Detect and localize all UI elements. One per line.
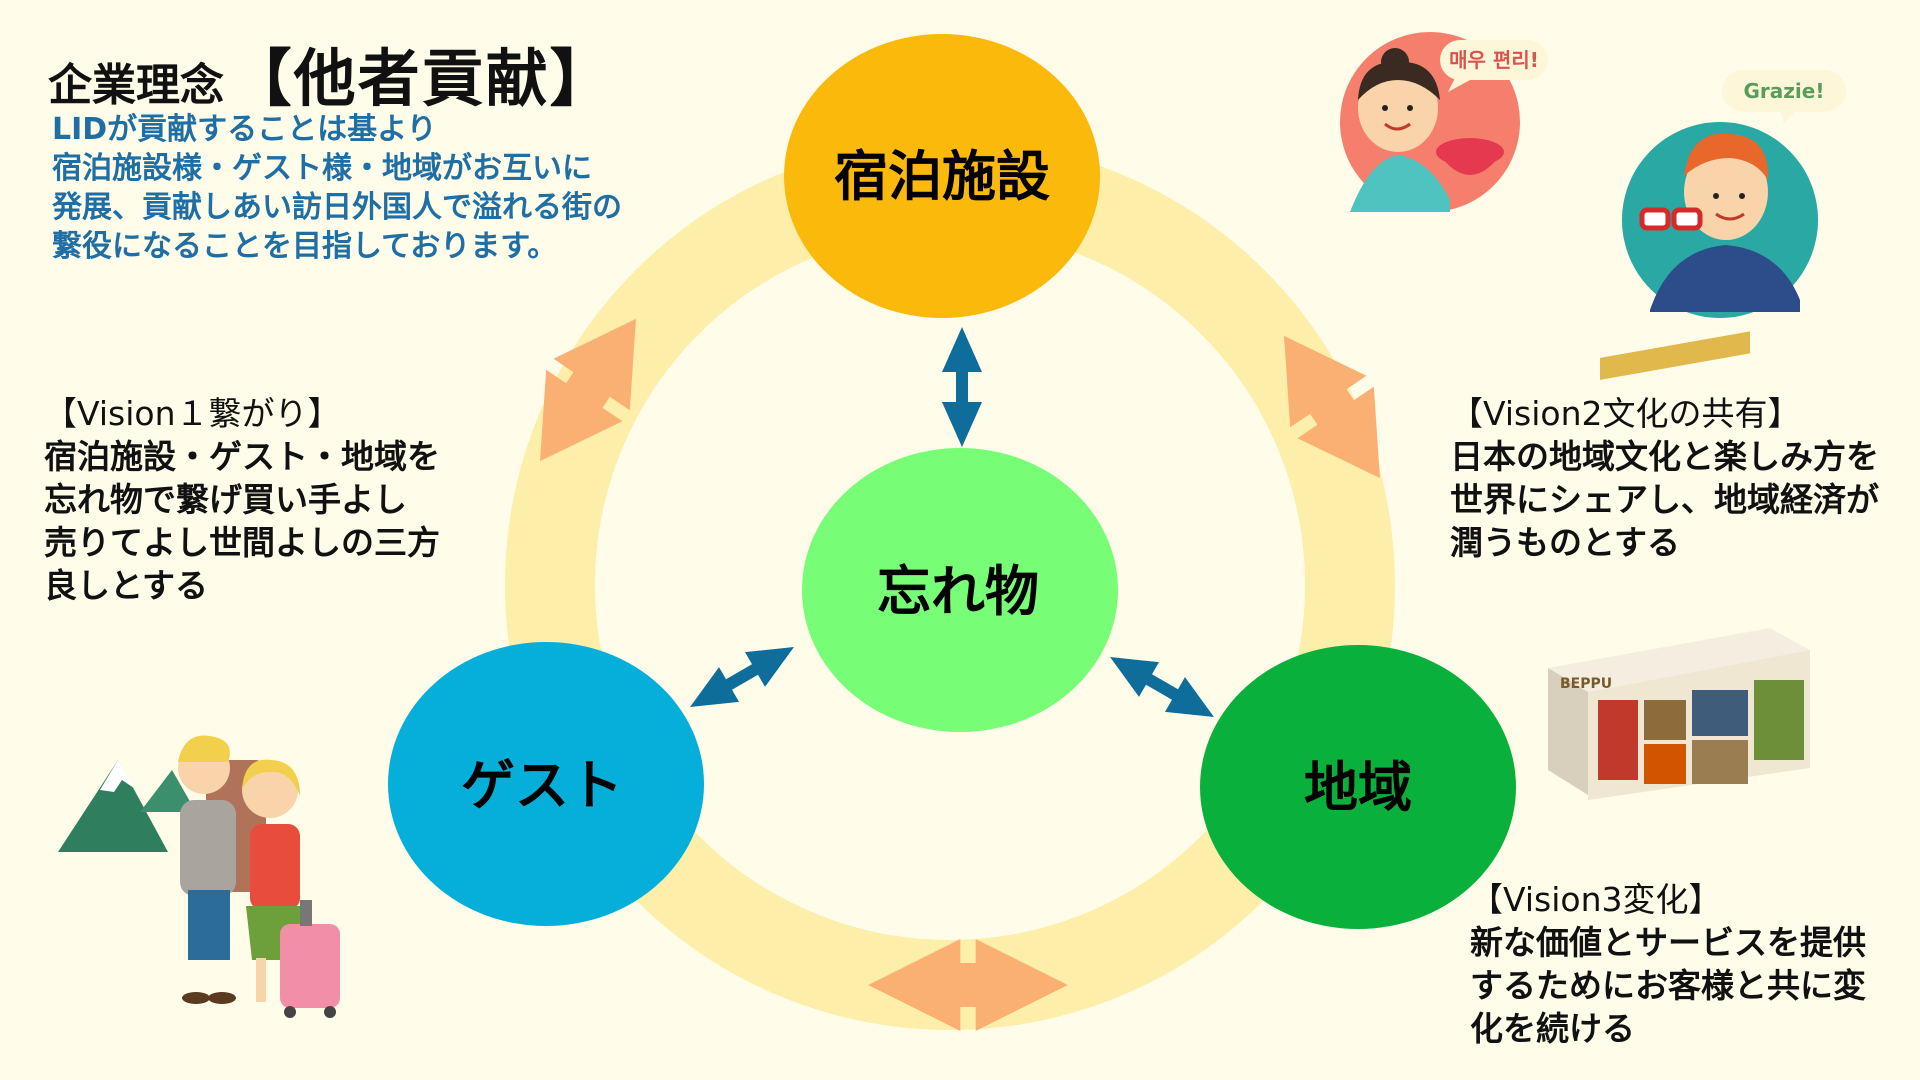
mission-line: 繋役になることを目指しております。	[52, 229, 558, 264]
title-prefix: 企業理念	[48, 60, 224, 111]
speech-italian-text: Grazie!	[1744, 79, 1825, 103]
vision1-block: 【Vision１繋がり】 宿泊施設・ゲスト・地域を 忘れ物で繋げ買い手よし 売り…	[44, 392, 440, 607]
node-left-label: ゲスト	[461, 754, 623, 817]
travelers-illustration	[58, 735, 340, 1018]
vision3-title: 【Vision3変化】	[1470, 880, 1722, 919]
vision1-line: 忘れ物で繋げ買い手よし	[44, 480, 407, 519]
node-right	[1200, 645, 1516, 929]
vision2-line: 世界にシェアし、地域経済が	[1450, 480, 1879, 519]
vision2-block: 【Vision2文化の共有】 日本の地域文化と楽しみ方を 世界にシェアし、地域経…	[1450, 392, 1879, 564]
node-top-label: 宿泊施設	[834, 145, 1050, 208]
node-left	[388, 642, 704, 926]
outer-arrow-left	[540, 318, 636, 462]
product-box-brand: BEPPU	[1560, 676, 1612, 692]
vision1-line: 良しとする	[44, 566, 209, 605]
vision1-title: 【Vision１繋がり】	[44, 394, 341, 433]
speech-korean-text: 매우 편리!	[1449, 48, 1539, 72]
inner-arrow-top	[942, 327, 982, 447]
node-right-label: 地域	[1304, 756, 1412, 819]
title-main: 【他者貢献】	[229, 42, 614, 115]
vision2-line: 日本の地域文化と楽しみ方を	[1450, 437, 1879, 476]
node-center	[802, 448, 1118, 732]
mission-line: 発展、貢献しあい訪日外国人で溢れる街の	[52, 190, 622, 225]
vision3-block: 【Vision3変化】 新な価値とサービスを提供 するためにお客様と共に変 化を…	[1470, 878, 1866, 1050]
outer-arrow-bottom	[868, 939, 1068, 1031]
vision3-line: 新な価値とサービスを提供	[1470, 923, 1866, 962]
beppu-product-box: BEPPU	[1548, 331, 1810, 800]
inner-arrow-left	[690, 647, 794, 707]
mission-line: 宿泊施設様・ゲスト様・地域がお互いに	[52, 151, 592, 186]
node-top	[784, 34, 1100, 318]
speech-bubble-italian: Grazie!	[1722, 70, 1846, 124]
italian-man-illustration	[1622, 122, 1818, 318]
speech-bubble-korean: 매우 편리!	[1440, 40, 1548, 92]
vision3-line: 化を続ける	[1470, 1009, 1635, 1048]
mission-statement: LIDが貢献することは基より 宿泊施設様・ゲスト様・地域がお互いに 発展、貢献し…	[52, 110, 692, 266]
vision1-line: 売りてよし世間よしの三方	[44, 523, 440, 562]
vision3-line: するためにお客様と共に変	[1470, 966, 1866, 1005]
node-center-label: 忘れ物	[877, 560, 1039, 623]
mission-line: LIDが貢献することは基より	[52, 112, 437, 147]
vision2-title: 【Vision2文化の共有】	[1450, 394, 1801, 433]
outer-arrow-right	[1284, 335, 1380, 479]
inner-arrow-right	[1110, 657, 1214, 717]
vision1-line: 宿泊施設・ゲスト・地域を	[44, 437, 440, 476]
page-title: 企業理念 【他者貢献】	[48, 28, 614, 118]
vision2-line: 潤うものとする	[1450, 523, 1681, 562]
